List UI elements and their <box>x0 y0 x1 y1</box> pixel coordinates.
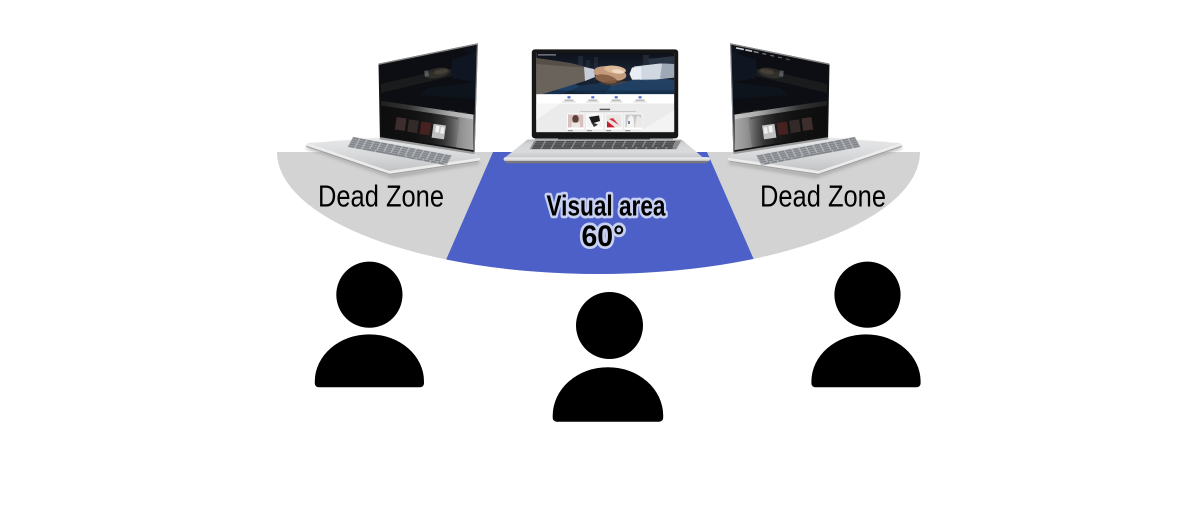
svg-text:Dead Zone: Dead Zone <box>760 179 886 214</box>
svg-text:Visual area: Visual area <box>547 191 667 223</box>
svg-text:60°: 60° <box>582 220 625 253</box>
svg-text:Dead Zone: Dead Zone <box>318 179 444 214</box>
